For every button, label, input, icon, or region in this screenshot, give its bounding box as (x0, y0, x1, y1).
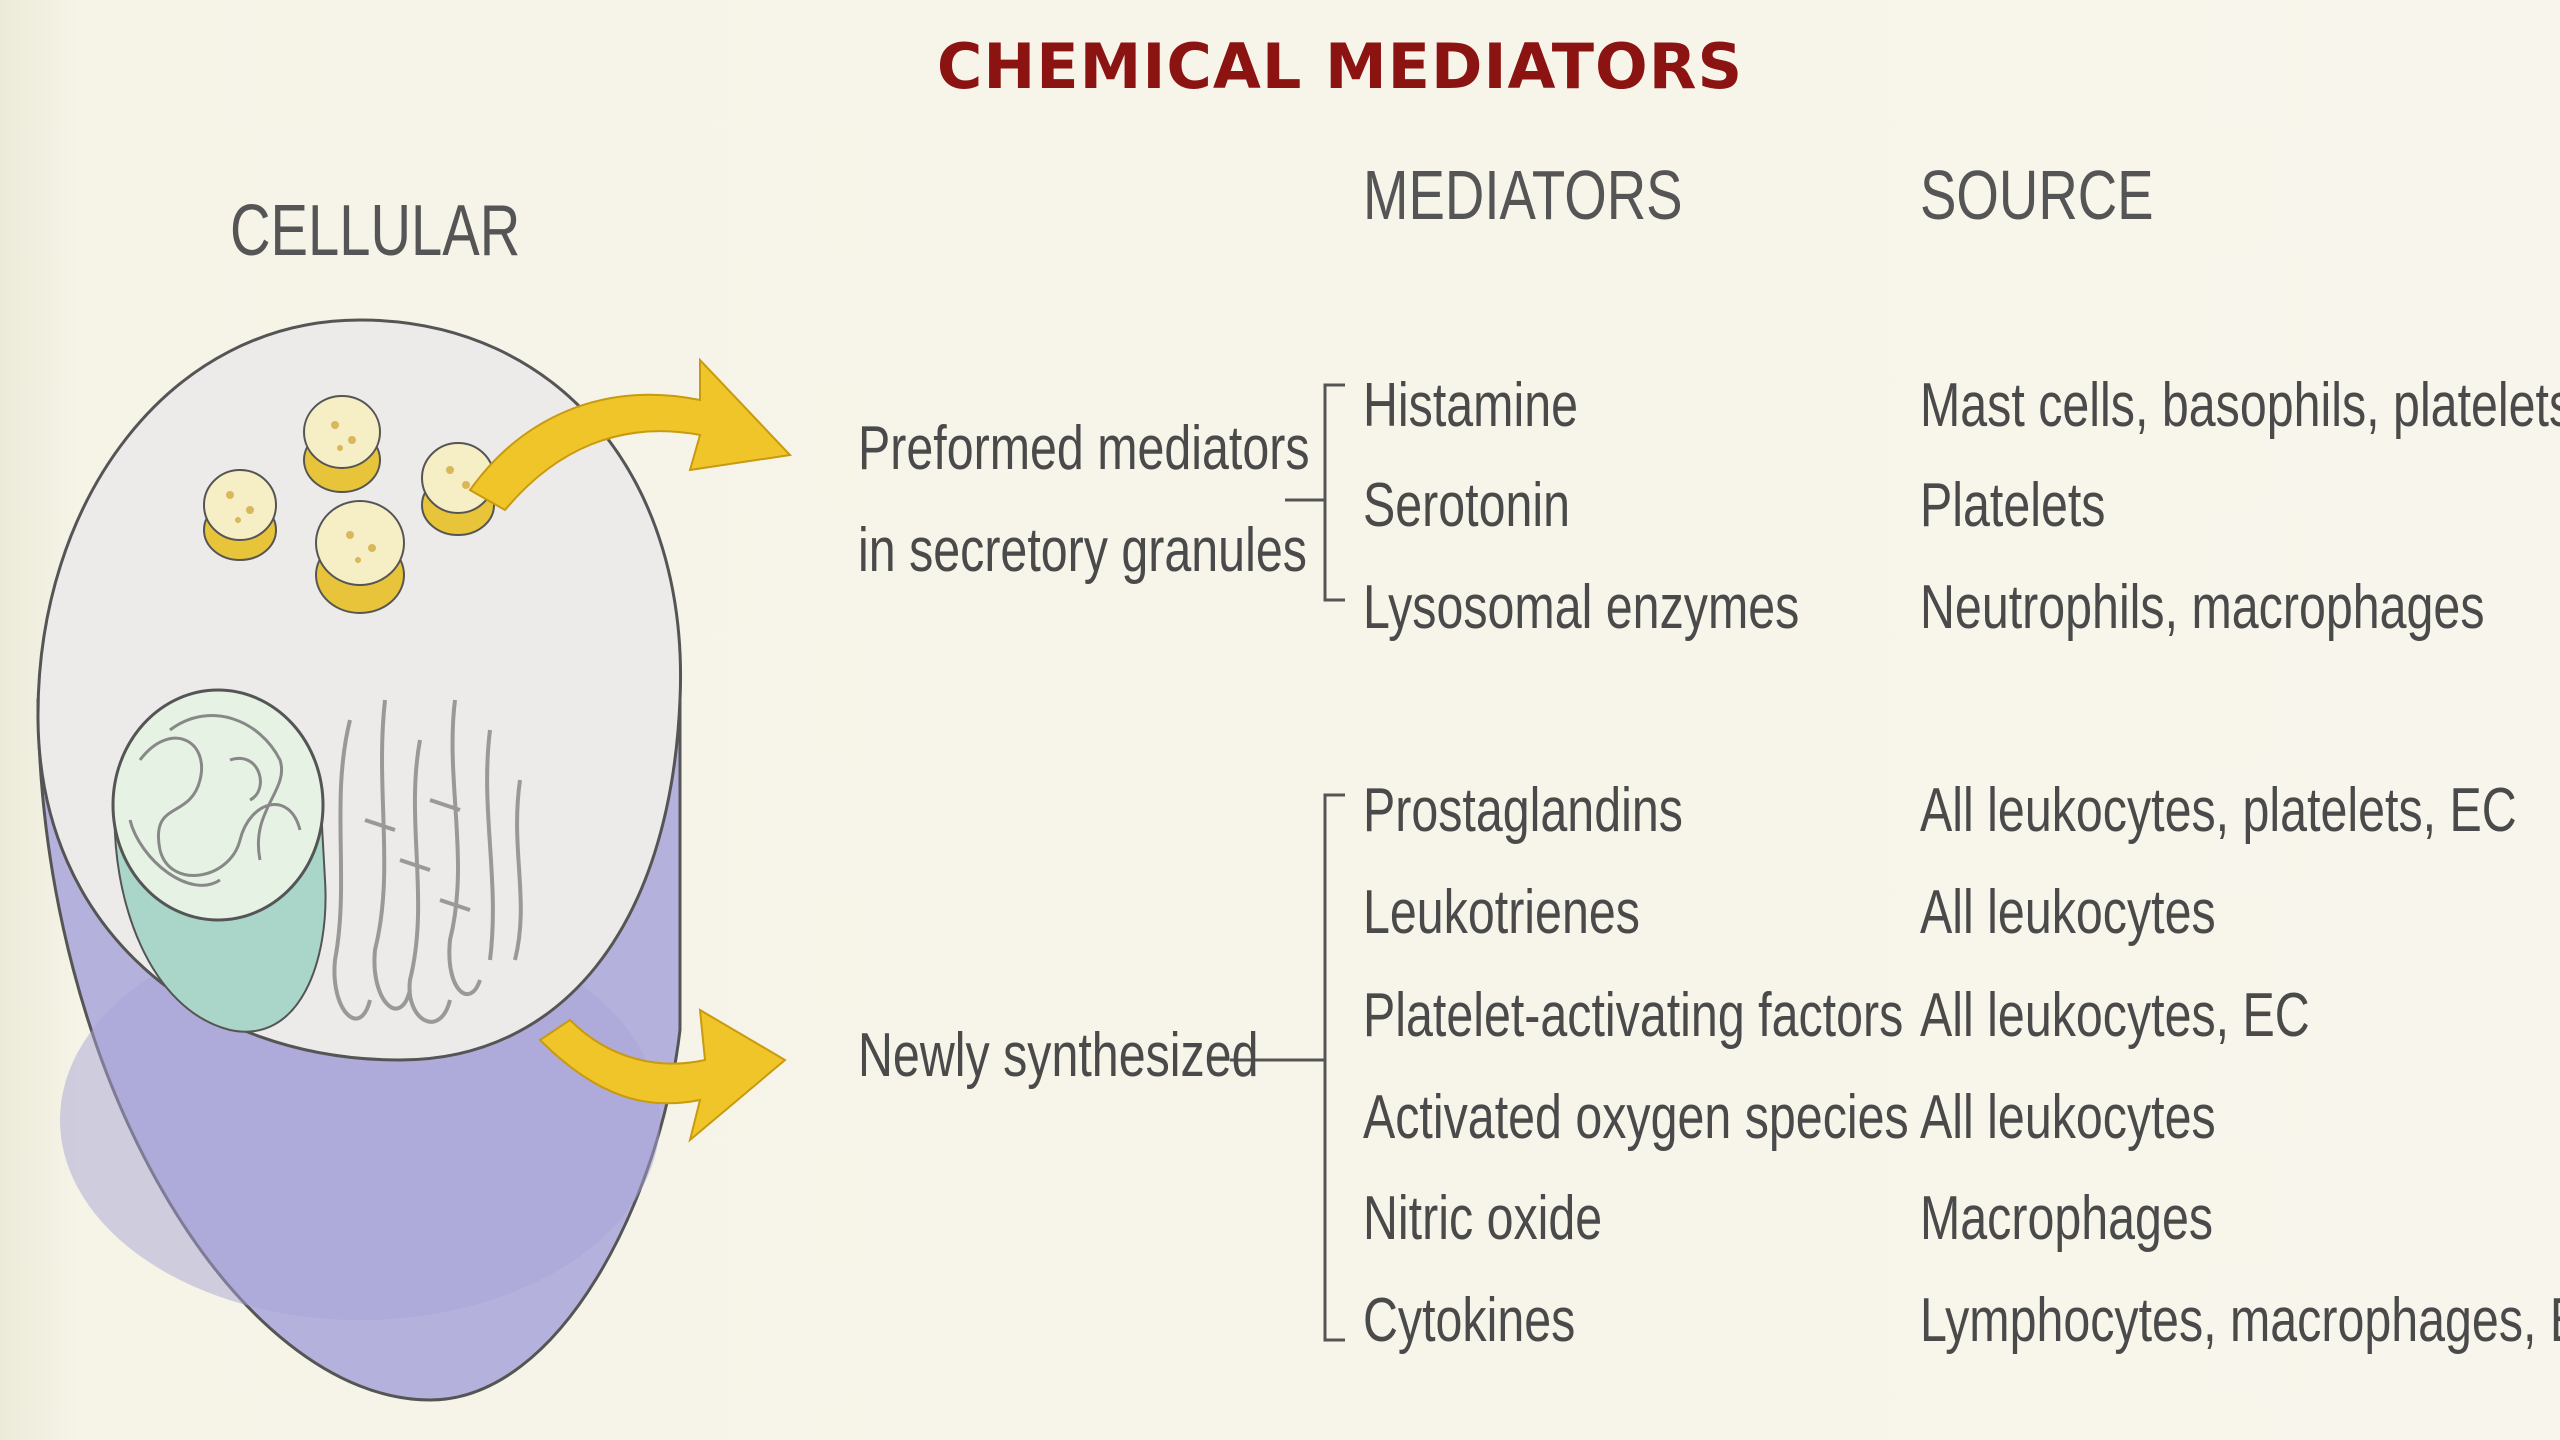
endoplasmic-reticulum (332, 699, 523, 1024)
bracket-preformed (1285, 383, 1345, 602)
arrow-preformed-icon (468, 357, 793, 512)
mediator-source: Lymphocytes, macrophages, EC (1920, 1286, 2560, 1355)
bracket-synthesized (1230, 793, 1345, 1342)
mediator-name: Histamine (1363, 371, 1578, 440)
group-label-preformed-line-2: in secretory granules (858, 516, 1307, 585)
mediator-name: Lysosomal enzymes (1363, 573, 1800, 642)
mediator-name: Activated oxygen species (1363, 1083, 1909, 1152)
mediator-source: Neutrophils, macrophages (1920, 573, 2485, 642)
mediator-source: All leukocytes, EC (1920, 981, 2310, 1050)
secretory-granule-2 (303, 395, 381, 493)
nucleus (111, 688, 325, 922)
mediator-name: Cytokines (1363, 1286, 1576, 1355)
nucleus-chromatin (128, 714, 302, 887)
mediator-source: All leukocytes (1920, 878, 2216, 947)
mediator-source: Macrophages (1920, 1184, 2214, 1253)
page-title: CHEMICAL MEDIATORS (936, 30, 1744, 103)
mediator-source: All leukocytes (1920, 1083, 2216, 1152)
group-label-preformed-line-1: Preformed mediators (858, 414, 1310, 483)
mediator-source: All leukocytes, platelets, EC (1920, 776, 2517, 845)
header-mediators: MEDIATORS (1363, 156, 1683, 234)
header-source: SOURCE (1920, 156, 2154, 234)
mediator-name: Platelet-activating factors (1363, 981, 1904, 1050)
mediator-name: Leukotrienes (1363, 878, 1640, 947)
secretory-granule-4 (315, 500, 405, 614)
mediator-name: Nitric oxide (1363, 1184, 1603, 1253)
cellular-label: CELLULAR (230, 191, 521, 271)
mediator-source: Platelets (1920, 471, 2106, 540)
mediator-source: Mast cells, basophils, platelets (1920, 371, 2560, 440)
group-label-synthesized: Newly synthesized (858, 1021, 1259, 1090)
mediator-name: Serotonin (1363, 471, 1571, 540)
arrow-synthesized-icon (538, 1008, 787, 1143)
mediator-name: Prostaglandins (1363, 776, 1683, 845)
granule-dots (226, 421, 470, 563)
secretory-granule-1 (203, 469, 277, 561)
